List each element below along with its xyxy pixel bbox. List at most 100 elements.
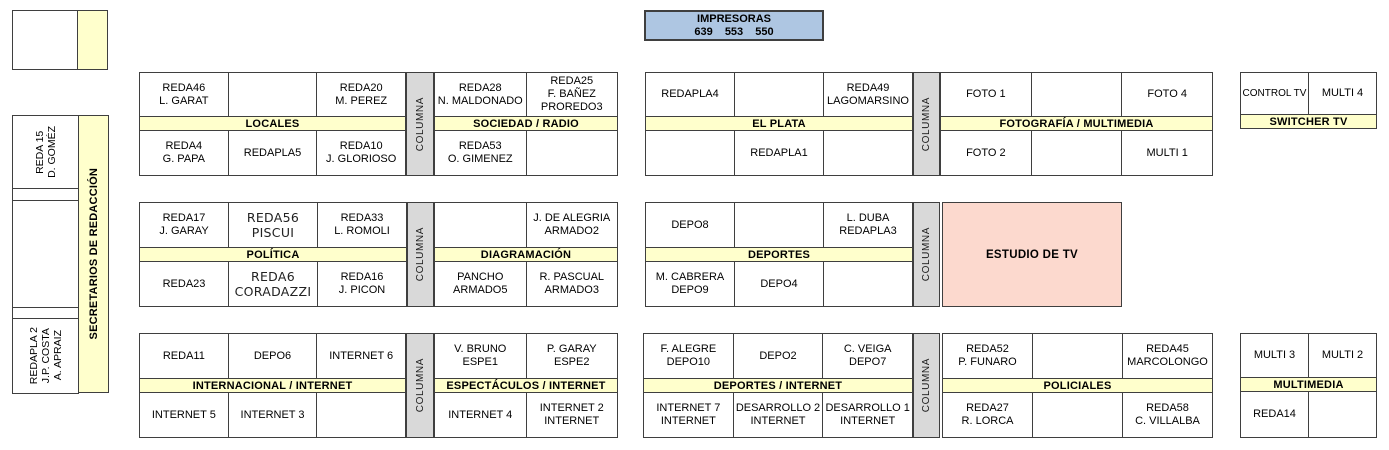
desk-cell: REDAPLA5	[229, 131, 318, 175]
desk-cell	[527, 131, 618, 175]
desk-cell: REDA14	[1241, 392, 1309, 437]
columna-label: COLUMNA	[921, 358, 932, 413]
desk-cell	[1309, 392, 1376, 437]
left-desk-stack: REDA 15 D. GOMÉZ REDAPLA 2 J.P. COSTA A.…	[12, 115, 79, 394]
top-left-room-white	[13, 11, 77, 69]
desk-cell: REDA4 G. PAPA	[140, 131, 229, 175]
columna-strip: COLUMNA	[406, 72, 434, 176]
group-fotografia-multimedia: FOTO 1 FOTO 4 FOTOGRAFÍA / MULTIMEDIA FO…	[940, 72, 1213, 176]
desk-cell	[12, 200, 79, 308]
desk-cell: DESARROLLO 1 INTERNET	[825, 402, 910, 427]
section-header: SWITCHER TV	[1241, 115, 1376, 128]
top-left-room	[12, 10, 108, 70]
section-header: POLICIALES	[943, 379, 1212, 393]
desk-cell	[735, 73, 824, 116]
group-locales: REDA46 L. GARAT REDA20 M. PEREZ LOCALES …	[139, 72, 406, 176]
desk-cell	[646, 131, 735, 175]
desk-cell: INTERNET 7 INTERNET	[644, 393, 734, 437]
desk-cell: P. GARAY ESPE2	[546, 343, 597, 368]
desk-cell: R. PASCUAL ARMADO3	[539, 271, 605, 296]
printers-title: IMPRESORAS	[697, 12, 771, 25]
desk-cell: FOTO 2	[941, 131, 1032, 175]
columna-strip: COLUMNA	[913, 202, 940, 307]
desk-cell: PANCHO ARMADO5	[435, 262, 527, 306]
desk-cell: REDA 15 D. GOMÉZ	[12, 115, 79, 189]
columna-label: COLUMNA	[414, 358, 426, 413]
desk-cell: MULTI 1	[1146, 146, 1188, 159]
group-internacional-internet: REDA11 DEPO6 INTERNET 6 INTERNACIONAL / …	[139, 333, 406, 438]
desk-cell: REDA45 MARCOLONGO	[1127, 343, 1208, 368]
desk-cell: L. DUBA REDAPLA3	[839, 212, 897, 237]
group-switcher-tv: CONTROL TV MULTI 4 SWITCHER TV	[1240, 72, 1377, 129]
desk-cell: REDA56 PISCUI	[229, 203, 318, 247]
desk-cell	[824, 262, 912, 306]
desk-cell: FOTO 1	[941, 73, 1032, 116]
group-politica: REDA17 J. GARAY REDA56 PISCUI REDA33 L. …	[139, 202, 407, 307]
group-el-plata: REDAPLA4 REDA49 LAGOMARSINO EL PLATA RED…	[645, 72, 913, 176]
desk-cell: REDA46 L. GARAT	[140, 73, 229, 116]
columna-label: COLUMNA	[414, 96, 426, 152]
desk-cell: M. CABRERA DEPO9	[646, 262, 735, 306]
desk-cell: INTERNET 3	[229, 393, 318, 437]
columna-strip: COLUMNA	[406, 333, 434, 438]
desk-cell	[435, 203, 527, 247]
desk-cell: C. VEIGA DEPO7	[843, 343, 892, 368]
section-header: SOCIEDAD / RADIO	[435, 117, 617, 131]
section-header: POLÍTICA	[140, 248, 406, 262]
top-left-room-yellow	[77, 11, 107, 69]
desk-cell: DEPO6	[229, 334, 318, 378]
columna-strip: COLUMNA	[913, 72, 940, 176]
desk-cell: CONTROL TV	[1241, 73, 1309, 114]
desk-cell: REDA20 M. PEREZ	[335, 81, 388, 107]
printers-box: IMPRESORAS 639 553 550	[644, 10, 824, 41]
desk-cell: REDA53 O. GIMENEZ	[435, 131, 527, 175]
columna-label: COLUMNA	[415, 227, 426, 282]
columna-strip: COLUMNA	[913, 333, 940, 438]
desk-cell	[1032, 131, 1123, 175]
desk-cell	[1033, 334, 1123, 378]
desk-cell	[1033, 393, 1123, 437]
desk-cell: FOTO 4	[1147, 88, 1187, 100]
group-policiales: REDA52 P. FUNARO REDA45 MARCOLONGO POLIC…	[942, 333, 1213, 438]
section-header: ESPECTÁCULOS / INTERNET	[435, 379, 617, 393]
desk-cell: REDAPLA1	[735, 131, 824, 175]
desk-cell	[229, 73, 318, 116]
desk-cell: REDA49 LAGOMARSINO	[827, 81, 909, 107]
desk-cell	[317, 393, 405, 437]
desk-cell: REDAPLA4	[646, 73, 735, 116]
secretarios-strip: SECRETARIOS DE REDACCIÓN	[78, 115, 109, 393]
desk-cell: INTERNET 5	[140, 393, 229, 437]
desk-cell: REDA25 F. BAÑEZ PROREDO3	[540, 75, 603, 113]
desk-cell: REDAPLA 2 J.P. COSTA A. APRAIZ	[12, 318, 79, 394]
desk-cell: MULTI 3	[1241, 334, 1309, 377]
desk-cell: REDA33 L. ROMOLI	[334, 212, 390, 237]
section-header: INTERNACIONAL / INTERNET	[140, 379, 405, 393]
group-deportes-internet: F. ALEGRE DEPO10 DEPO2 C. VEIGA DEPO7 DE…	[643, 333, 913, 438]
desk-cell: REDA6 CORADAZZI	[229, 262, 318, 306]
section-header: DEPORTES / INTERNET	[644, 379, 912, 393]
group-multimedia: MULTI 3 MULTI 2 MULTIMEDIA REDA14	[1240, 333, 1377, 438]
tv-studio: ESTUDIO DE TV	[942, 202, 1122, 307]
section-header: DIAGRAMACIÓN	[435, 248, 617, 262]
columna-label: COLUMNA	[921, 96, 932, 152]
columna-label: COLUMNA	[921, 227, 932, 282]
desk-cell: REDA10 J. GLORIOSO	[326, 140, 397, 165]
desk-cell	[735, 203, 824, 247]
desk-cell: DEPO2	[734, 334, 824, 378]
desk-cell: REDA16 J. PICON	[338, 271, 386, 296]
group-sociedad-radio: REDA28 N. MALDONADO REDA25 F. BAÑEZ PROR…	[434, 72, 618, 176]
desk-cell: INTERNET 4	[435, 393, 527, 437]
group-deportes: DEPO8 L. DUBA REDAPLA3 DEPORTES M. CABRE…	[645, 202, 913, 307]
desk-cell: DESARROLLO 2 INTERNET	[734, 393, 824, 437]
section-header: DEPORTES	[646, 248, 912, 262]
section-header: EL PLATA	[646, 117, 912, 131]
desk-cell: REDA23	[140, 262, 229, 306]
desk-cell: INTERNET 2 INTERNET	[539, 402, 604, 427]
section-header: FOTOGRAFÍA / MULTIMEDIA	[941, 117, 1212, 131]
section-header: MULTIMEDIA	[1241, 378, 1376, 392]
group-diagramacion: J. DE ALEGRIA ARMADO2 DIAGRAMACIÓN PANCH…	[434, 202, 618, 307]
desk-cell	[1032, 73, 1123, 116]
desk-cell: F. ALEGRE DEPO10	[644, 334, 734, 378]
desk-cell: J. DE ALEGRIA ARMADO2	[533, 212, 611, 237]
